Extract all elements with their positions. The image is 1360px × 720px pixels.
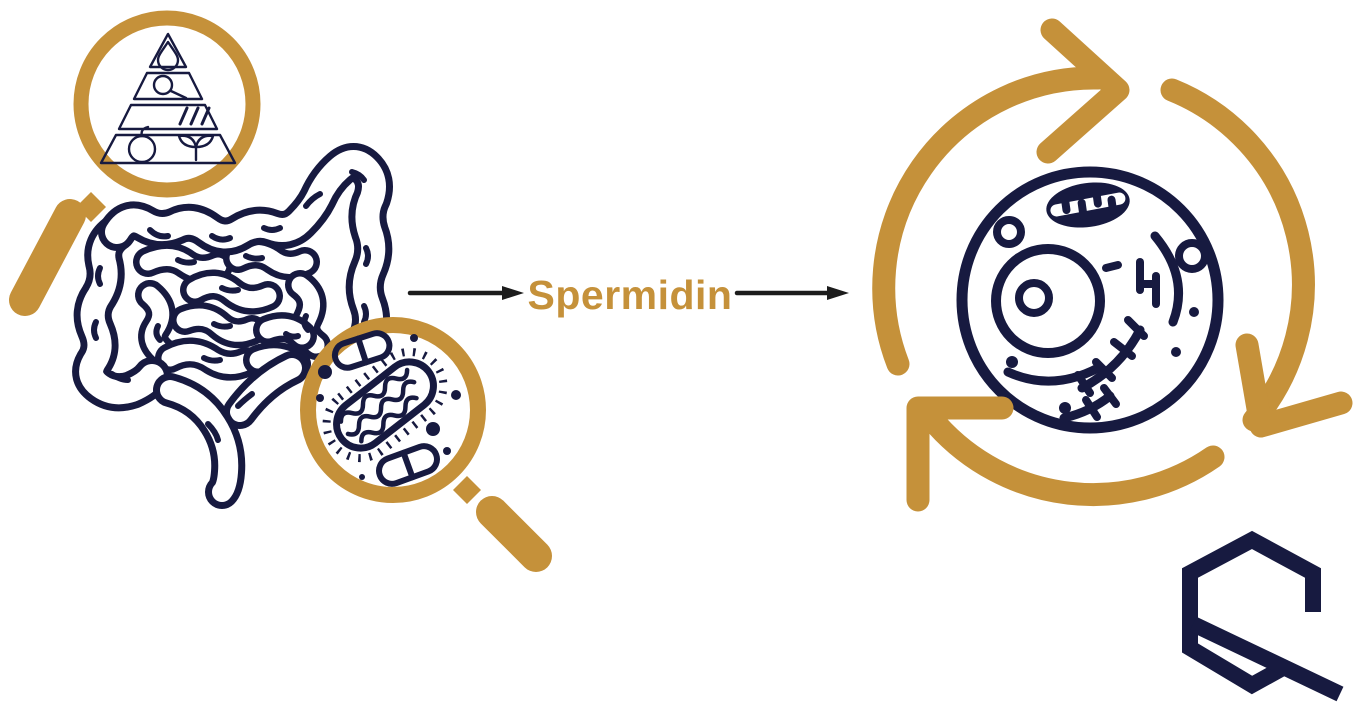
mitochondria-icon [1046,182,1130,228]
cytoplasm-dots [1006,307,1199,414]
cell-icon [956,166,1224,434]
cycle-arc-top [872,66,1110,376]
hexagon-q-logo-icon [1182,530,1344,702]
intestine-fold-marks [91,169,371,443]
nucleolus [1015,279,1053,317]
right-arrow-icon [827,286,849,300]
bacterium-large [322,347,448,463]
vesicle-small [993,216,1025,248]
droplet-icon [156,40,180,72]
golgi-ladder [1059,316,1148,423]
magnifier-handle [9,199,86,316]
endoplasmic-reticulum [1003,231,1184,386]
cycle-arrowhead-right [1235,333,1353,438]
microbe-dots [316,334,461,480]
cycle-arc-bottom [925,413,1225,507]
magnifier-handle [476,496,552,572]
flow-arrow-left [407,286,524,300]
bacterium-capsule-bottom [376,443,440,487]
small-intestine-squiggles [148,253,316,365]
intestines-icon [91,162,374,492]
magnifier-handle-joint [453,476,481,504]
cell-membrane [956,166,1224,434]
dairy-icon [152,74,174,96]
cycle-arrowhead-bottom [906,396,1014,512]
cycle-arc-right [1160,78,1315,432]
food-pyramid-magnifier-icon [9,10,261,316]
apple-icon [127,125,157,164]
right-arrow-icon [502,286,524,300]
vesicle-right [1175,239,1209,273]
cycle-arrowhead-top [1036,18,1130,164]
bacterium-capsule-top [331,330,393,371]
cycle-arrows-icon [872,18,1353,512]
spermidin-label: Spermidin [528,272,733,318]
food-pyramid [99,32,237,165]
nucleus [991,244,1105,358]
gut-bacteria-magnifier-icon [300,317,552,572]
flow-arrow-right [734,286,849,300]
magnifier-handle-joint [76,192,106,222]
sprout-icon [177,134,215,162]
grains-icon [178,106,211,126]
